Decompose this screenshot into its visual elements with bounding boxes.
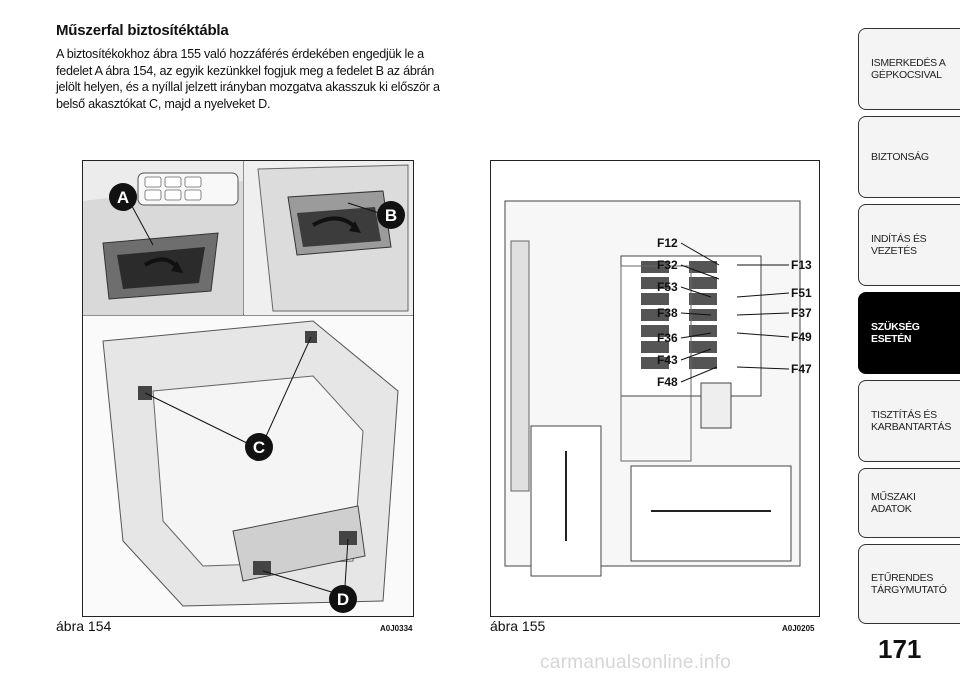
fuse-label-left-7: F48 (657, 375, 678, 389)
callout-a: A (117, 188, 129, 207)
tab-szukseg-eseten[interactable]: SZÜKSÉG ESETÉN (858, 292, 960, 374)
fuse-label-left-4: F38 (657, 306, 678, 320)
watermark: carmanualsonline.info (540, 652, 732, 673)
tab-ismerkedes[interactable]: ISMERKEDÉS A GÉPKOCSIVAL (858, 28, 960, 110)
fuse-label-left-3: F53 (657, 280, 678, 294)
callout-d: D (337, 590, 349, 609)
tab-tisztitas[interactable]: TISZTÍTÁS ÉS KARBANTARTÁS (858, 380, 960, 462)
tab-label: MŰSZAKI ADATOK (871, 491, 916, 515)
tab-label: SZÜKSÉG ESETÉN (871, 321, 920, 345)
callout-b: B (385, 206, 397, 225)
tab-label: INDÍTÁS ÉS VEZETÉS (871, 233, 927, 257)
fuse-label-right-5: F47 (791, 362, 812, 376)
fuse-label-right-4: F49 (791, 330, 812, 344)
body-paragraph: A biztosítékokhoz ábra 155 való hozzáfér… (56, 47, 440, 111)
fuse-label-left-6: F43 (657, 353, 678, 367)
figure-155-code: A0J0205 (782, 624, 815, 633)
fuse-label-right-3: F37 (791, 306, 812, 320)
figure-154-illustration: A B C D (83, 161, 413, 616)
tab-label: ISMERKEDÉS A GÉPKOCSIVAL (871, 57, 946, 81)
fuse-label-right-2: F51 (791, 286, 812, 300)
fuse-label-left-5: F36 (657, 331, 678, 345)
figure-155: F12 F32 F53 F38 F36 F43 F48 F13 F51 F37 … (490, 160, 820, 617)
callout-c: C (253, 438, 265, 457)
tab-muszaki-adatok[interactable]: MŰSZAKI ADATOK (858, 468, 960, 538)
tab-targymutato[interactable]: ETŰRENDES TÁRGYMUTATÓ (858, 544, 960, 624)
fuse-label-left-1: F12 (657, 236, 678, 250)
page-number: 171 (878, 634, 922, 664)
chapter-sidebar: ISMERKEDÉS A GÉPKOCSIVAL BIZTONSÁG INDÍT… (858, 28, 960, 624)
section-heading: Műszerfal biztosítéktábla (56, 22, 229, 39)
tab-inditas[interactable]: INDÍTÁS ÉS VEZETÉS (858, 204, 960, 286)
figure-154: A B C D (82, 160, 414, 617)
figure-155-caption: ábra 155 (490, 618, 546, 634)
tab-label: BIZTONSÁG (871, 151, 929, 163)
figure-154-code: A0J0334 (380, 624, 413, 633)
figure-154-caption: ábra 154 (56, 618, 112, 634)
tab-biztonsag[interactable]: BIZTONSÁG (858, 116, 960, 198)
fuse-label-right-1: F13 (791, 258, 812, 272)
tab-label: TISZTÍTÁS ÉS KARBANTARTÁS (871, 409, 952, 433)
tab-label: ETŰRENDES TÁRGYMUTATÓ (871, 572, 947, 596)
figure-155-fusebox-diagram: F12 F32 F53 F38 F36 F43 F48 F13 F51 F37 … (504, 200, 812, 577)
fuse-label-left-2: F32 (657, 258, 678, 272)
